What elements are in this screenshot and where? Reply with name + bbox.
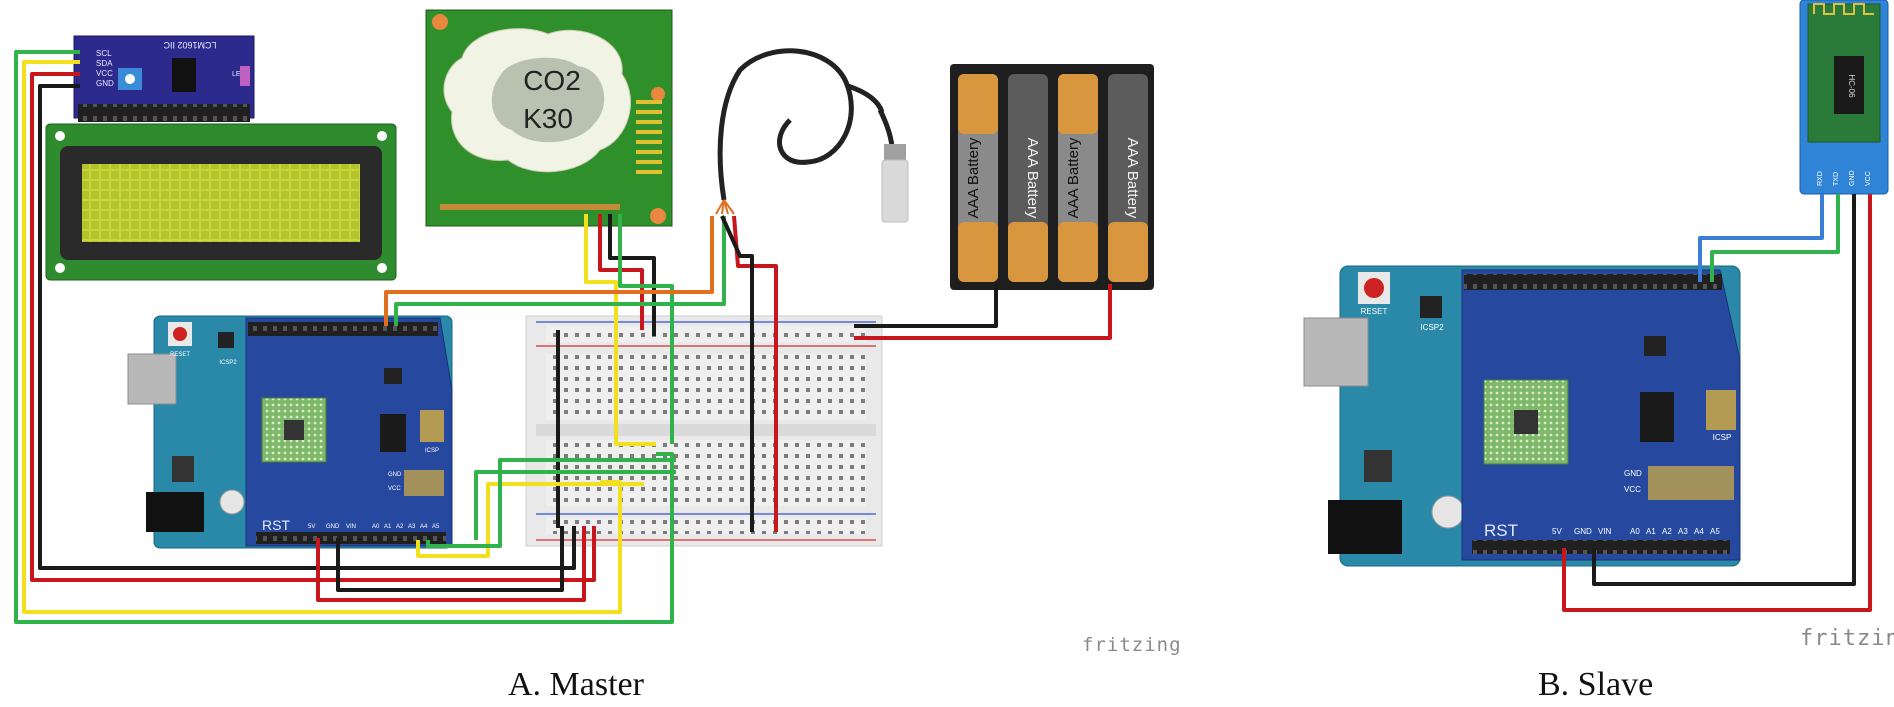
svg-text:5V: 5V [1552,527,1562,536]
lcd-i2c-backpack: LCM1602 IIC SCL SDA VCC GND LED [73,35,255,122]
wire-co2-black [608,214,656,336]
wire-co2-green [618,214,674,444]
svg-text:A5: A5 [1710,527,1720,536]
battery-cell-4: AAA Battery [1108,74,1148,282]
battery-cell-2: AAA Battery [1008,74,1048,282]
svg-text:ICSP: ICSP [425,448,439,454]
wire-lcd-scl [14,50,674,624]
svg-text:A0: A0 [1630,527,1640,536]
co2-sensor-k30: CO2 K30 [425,9,673,227]
battery-pack: AAA Battery AAA Battery AAA Battery AAA … [950,64,1154,290]
lcd-pin-scl: SCL [96,49,112,58]
battery-cell-1: AAA Battery [958,74,998,282]
lcd-pin-sda: SDA [96,59,113,68]
bt-pin-rxd: RXD [1817,171,1824,186]
svg-text:GND: GND [1574,527,1592,536]
lcd-pin-gnd: GND [96,79,114,88]
breadboard [525,315,883,547]
svg-text:5V: 5V [308,524,315,530]
svg-text:VCC: VCC [388,486,401,492]
bluetooth-module-hc06: HC-06 RXD TXD GND VCC [1799,0,1889,195]
fritzing-watermark-master: fritzing [1082,634,1182,656]
co2-label-line2: K30 [523,103,573,134]
svg-text:A4: A4 [1694,527,1704,536]
wire-probe-red [732,215,778,532]
bt-pin-vcc: VCC [1865,171,1872,186]
wire-battery-black [854,284,998,328]
svg-text:GND: GND [326,524,340,530]
svg-text:A2: A2 [396,524,404,530]
wire-bt-rxd [1698,194,1824,282]
slave-icsp-label: ICSP2 [1420,323,1444,332]
bt-pin-txd: TXD [1833,172,1840,186]
lcd-pin-vcc: VCC [96,69,113,78]
svg-text:A2: A2 [1662,527,1672,536]
svg-text:AAA Battery: AAA Battery [965,137,982,218]
slave-gnd-label: GND [1624,469,1642,478]
slave-reset-label: RESET [1361,307,1388,316]
wire-bt-gnd [1592,194,1856,586]
battery-cell-3: AAA Battery [1058,74,1098,282]
wire-bb-yellow-1 [416,482,644,558]
lcd-display [45,123,397,281]
wire-bb-green-1 [474,470,676,540]
svg-text:A3: A3 [408,524,416,530]
wire-probe-green [394,216,726,326]
svg-text:ICSP2: ICSP2 [219,360,237,366]
svg-text:VIN: VIN [1598,527,1612,536]
wire-lcd-vcc [30,72,596,582]
slave-wires [1562,194,1872,612]
svg-text:VIN: VIN [346,524,356,530]
svg-text:AAA Battery: AAA Battery [1024,138,1041,219]
co2-label-line1: CO2 [523,65,581,96]
caption-master: A. Master [508,666,644,703]
svg-text:RST: RST [262,517,290,533]
svg-text:A4: A4 [420,524,428,530]
lcd-led-label: LED [232,71,246,78]
temperature-probe [715,48,909,223]
slave-vcc-label: VCC [1624,485,1641,494]
wire-shield-gnd [336,526,564,592]
wire-probe-black [720,215,754,532]
wire-lcd-gnd [38,84,576,570]
slave-arduino: RESET ICSP2 ICSP GND VCC RST 5V GND VIN … [1303,265,1741,567]
svg-text:A1: A1 [384,524,392,530]
wire-battery-red [854,284,1112,340]
svg-text:AAA Battery: AAA Battery [1065,137,1082,218]
svg-text:GND: GND [388,472,402,478]
master-wires [14,50,1112,624]
master-arduino: RESET ICSP2 ICSP GND VCC RST 5V GND VIN … [127,315,453,549]
bt-module-name: HC-06 [1847,74,1856,98]
wire-bt-txd [1710,194,1840,282]
lcd-backpack-title: LCM1602 IIC [163,40,217,50]
wire-bt-vcc [1562,194,1872,612]
slave-icsp-shield-label: ICSP [1713,433,1732,442]
wire-shield-5v [316,526,586,602]
wire-bb-green-2 [426,458,676,548]
bt-pin-gnd: GND [1849,170,1856,186]
caption-slave: B. Slave [1538,666,1654,703]
wire-probe-orange [384,216,714,326]
slave-rst-label: RST [1484,521,1518,540]
svg-text:A3: A3 [1678,527,1688,536]
svg-text:A1: A1 [1646,527,1656,536]
svg-text:A5: A5 [432,524,440,530]
svg-text:A0: A0 [372,524,380,530]
svg-text:RESET: RESET [170,352,190,358]
wire-co2-yellow [584,214,656,446]
svg-text:AAA Battery: AAA Battery [1124,138,1141,219]
fritzing-watermark-slave: fritzing [1800,626,1894,651]
